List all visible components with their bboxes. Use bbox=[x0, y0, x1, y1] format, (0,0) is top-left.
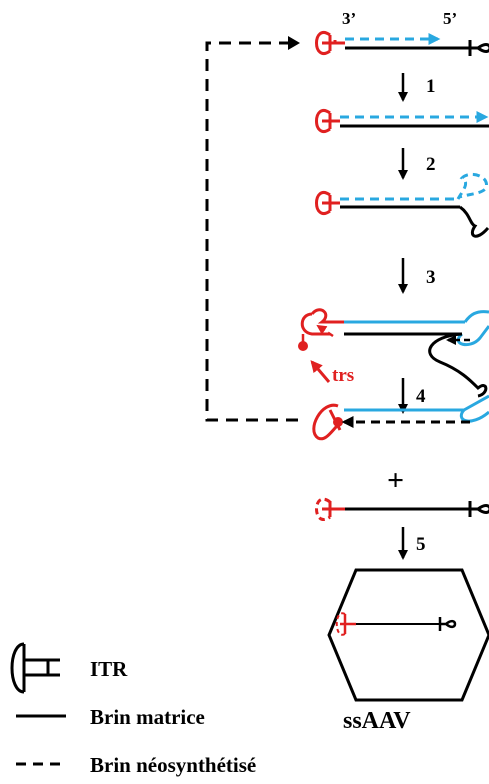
itr-left-red bbox=[315, 31, 337, 55]
label-3-prime: 3’ bbox=[342, 9, 356, 28]
trs-label: trs bbox=[332, 365, 354, 386]
itr-hairpin-icon bbox=[10, 642, 60, 694]
molecule-step2 bbox=[315, 172, 489, 238]
molecule-initial: 3’ 5’ bbox=[315, 9, 489, 56]
legend-new-label: Brin néosynthétisé bbox=[90, 753, 256, 777]
capsid: ssAAV bbox=[327, 568, 489, 734]
step-label-1: 1 bbox=[426, 76, 436, 97]
step-label-4: 4 bbox=[416, 386, 426, 407]
step-label-3: 3 bbox=[426, 267, 436, 288]
molecule-step3: trs bbox=[298, 308, 489, 398]
molecule-step5 bbox=[315, 497, 489, 521]
capsid-label: ssAAV bbox=[343, 708, 411, 734]
recycle-arrowhead bbox=[288, 36, 300, 50]
legend: ITR Brin matrice Brin néosynthétisé bbox=[10, 642, 256, 777]
legend-template-label: Brin matrice bbox=[90, 705, 205, 729]
step-label-5: 5 bbox=[416, 534, 426, 555]
molecule-step1 bbox=[315, 109, 489, 133]
step-label-2: 2 bbox=[426, 154, 436, 175]
plus-sign: + bbox=[387, 464, 404, 497]
recycle-loop bbox=[205, 41, 298, 422]
legend-itr-label: ITR bbox=[90, 657, 128, 681]
label-5-prime: 5’ bbox=[443, 9, 457, 28]
itr-right-black bbox=[468, 40, 489, 56]
molecule-step4 bbox=[312, 394, 489, 441]
